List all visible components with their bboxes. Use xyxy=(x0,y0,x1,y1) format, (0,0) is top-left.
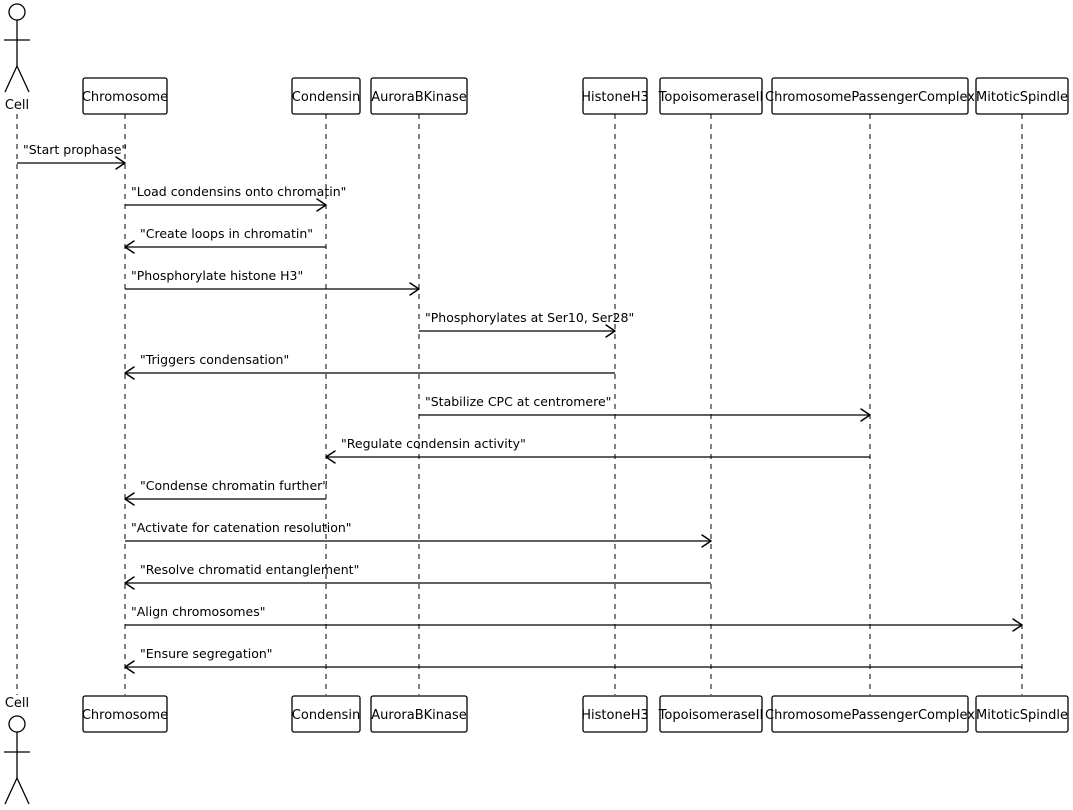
message-4: "Phosphorylate histone H3" xyxy=(125,268,420,296)
actor-label-bottom: Cell xyxy=(5,696,29,711)
participant-aurorabkinase-top: AuroraBKinase xyxy=(370,77,468,115)
message-8: "Regulate condensin activity" xyxy=(325,436,870,464)
participant-label: AuroraBKinase xyxy=(371,90,467,105)
message-6: "Triggers condensation" xyxy=(124,352,615,380)
message-label: "Ensure segregation" xyxy=(140,646,273,661)
participant-box xyxy=(975,695,1069,733)
arrowhead-icon xyxy=(605,324,616,338)
participant-chromosome-bottom: Chromosome xyxy=(82,695,168,733)
participant-chromosome-top: Chromosome xyxy=(82,77,168,115)
arrowhead-icon xyxy=(124,366,135,380)
participant-label: TopoisomeraseII xyxy=(658,90,764,105)
message-label: "Regulate condensin activity" xyxy=(341,436,526,451)
participant-box xyxy=(582,695,648,733)
message-label: "Create loops in chromatin" xyxy=(140,226,313,241)
participants: ChromosomeChromosomeCondensinCondensinAu… xyxy=(82,77,1069,733)
arrowhead-icon xyxy=(701,534,712,548)
participant-box xyxy=(82,77,168,115)
message-3: "Create loops in chromatin" xyxy=(124,226,326,254)
participant-box xyxy=(370,695,468,733)
participant-condensin-top: Condensin xyxy=(291,77,361,115)
participant-topoisomeraseii-bottom: TopoisomeraseII xyxy=(658,695,764,733)
participant-box xyxy=(975,77,1069,115)
participant-label: HistoneH3 xyxy=(581,708,649,723)
message-5: "Phosphorylates at Ser10, Ser28" xyxy=(419,310,634,338)
participant-label: HistoneH3 xyxy=(581,90,649,105)
participant-box xyxy=(771,77,969,115)
lifelines xyxy=(16,114,1023,695)
message-label: "Start prophase" xyxy=(23,142,127,157)
actor-bottom: Cell xyxy=(4,696,30,805)
participant-label: MitoticSpindle xyxy=(976,90,1068,105)
participant-box xyxy=(771,695,969,733)
participant-label: Chromosome xyxy=(82,90,168,105)
message-label: "Resolve chromatid entanglement" xyxy=(140,562,359,577)
participant-box xyxy=(582,77,648,115)
participant-box xyxy=(370,77,468,115)
message-label: "Stabilize CPC at centromere" xyxy=(425,394,611,409)
participant-label: Chromosome xyxy=(82,708,168,723)
participant-label: ChromosomePassengerComplex xyxy=(765,708,975,723)
stick-figure-icon xyxy=(4,715,30,805)
message-7: "Stabilize CPC at centromere" xyxy=(419,394,871,422)
participant-label: TopoisomeraseII xyxy=(658,708,764,723)
message-label: "Condense chromatin further" xyxy=(140,478,328,493)
participant-cpc-top: ChromosomePassengerComplex xyxy=(765,77,975,115)
participant-topoisomeraseii-top: TopoisomeraseII xyxy=(658,77,764,115)
participant-mitoticspindle-top: MitoticSpindle xyxy=(975,77,1069,115)
participant-label: MitoticSpindle xyxy=(976,708,1068,723)
messages: "Start prophase" "Load condensins onto ch… xyxy=(17,142,1023,674)
participant-aurorabkinase-bottom: AuroraBKinase xyxy=(370,695,468,733)
arrowhead-icon xyxy=(124,660,135,674)
participant-label: Condensin xyxy=(292,90,360,105)
arrowhead-icon xyxy=(316,198,327,212)
message-label: "Phosphorylates at Ser10, Ser28" xyxy=(425,310,634,325)
message-label: "Phosphorylate histone H3" xyxy=(131,268,303,283)
arrowhead-icon xyxy=(115,156,126,170)
arrowhead-icon xyxy=(124,240,135,254)
message-11: "Resolve chromatid entanglement" xyxy=(124,562,711,590)
participant-condensin-bottom: Condensin xyxy=(291,695,361,733)
message-9: "Condense chromatin further" xyxy=(124,478,328,506)
participant-mitoticspindle-bottom: MitoticSpindle xyxy=(975,695,1069,733)
arrowhead-icon xyxy=(860,408,871,422)
participant-box xyxy=(82,695,168,733)
actor-top: Cell xyxy=(4,3,30,113)
participant-label: AuroraBKinase xyxy=(371,708,467,723)
message-label: "Align chromosomes" xyxy=(131,604,266,619)
message-label: "Load condensins onto chromatin" xyxy=(131,184,346,199)
participant-histoneh3-bottom: HistoneH3 xyxy=(581,695,649,733)
arrowhead-icon xyxy=(124,576,135,590)
arrowhead-icon xyxy=(325,450,336,464)
participant-label: Condensin xyxy=(292,708,360,723)
arrowhead-icon xyxy=(124,492,135,506)
actor-label-top: Cell xyxy=(5,98,29,113)
message-13: "Ensure segregation" xyxy=(124,646,1022,674)
participant-cpc-bottom: ChromosomePassengerComplex xyxy=(765,695,975,733)
participant-box xyxy=(291,695,361,733)
message-12: "Align chromosomes" xyxy=(125,604,1023,632)
participant-box xyxy=(659,695,763,733)
participant-label: ChromosomePassengerComplex xyxy=(765,90,975,105)
participant-box xyxy=(291,77,361,115)
stick-figure-icon xyxy=(4,3,30,93)
arrowhead-icon xyxy=(1012,618,1023,632)
message-label: "Triggers condensation" xyxy=(140,352,289,367)
participant-box xyxy=(659,77,763,115)
message-10: "Activate for catenation resolution" xyxy=(125,520,712,548)
message-1: "Start prophase" xyxy=(17,142,127,170)
arrowhead-icon xyxy=(409,282,420,296)
message-label: "Activate for catenation resolution" xyxy=(131,520,352,535)
message-2: "Load condensins onto chromatin" xyxy=(125,184,346,212)
participant-histoneh3-top: HistoneH3 xyxy=(581,77,649,115)
